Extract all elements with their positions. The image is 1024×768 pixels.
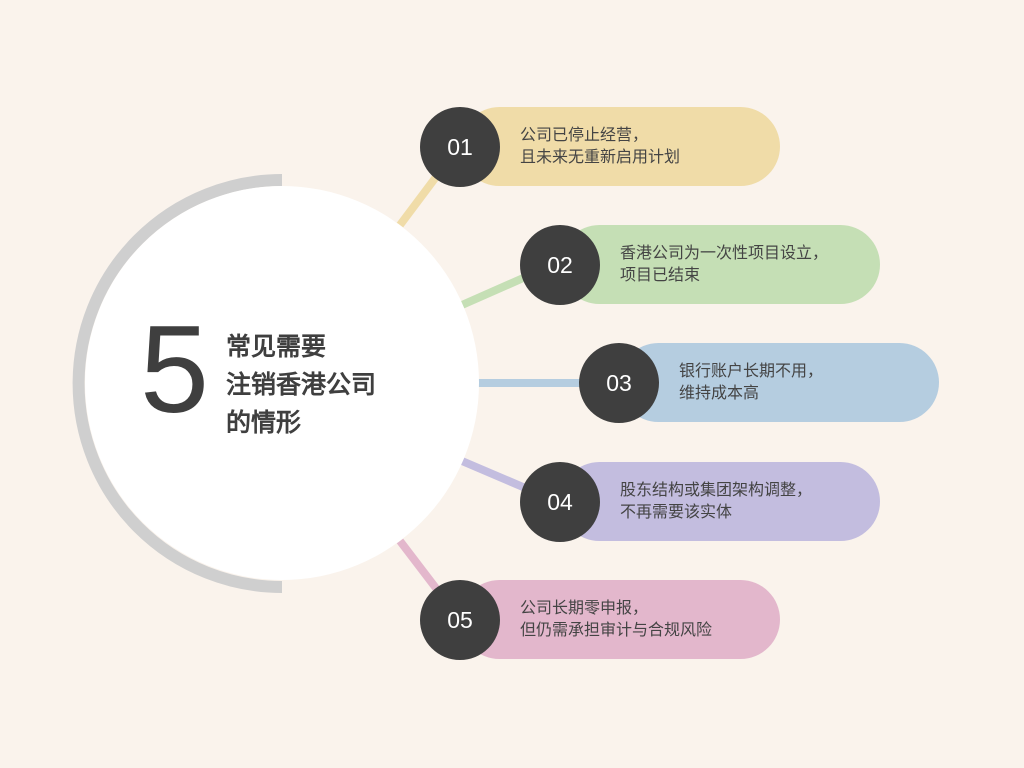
item-card-03 (619, 343, 939, 422)
item-text: 公司长期零申报， 但仍需承担审计与合规风险 (520, 597, 712, 641)
item-text: 股东结构或集团架构调整， 不再需要该实体 (620, 479, 812, 523)
item-text-line: 维持成本高 (679, 383, 760, 402)
item-card-05 (460, 580, 780, 659)
heading-title: 常见需要 注销香港公司 的情形 (226, 328, 376, 442)
gray-ring-arc (72, 174, 283, 593)
item-number-badge: 02 (520, 225, 600, 305)
item-text-line: 公司长期零申报， (520, 598, 649, 617)
item-text-line: 股东结构或集团架构调整， (620, 480, 813, 499)
heading-line: 常见需要 (226, 332, 327, 361)
heading-number: 5 (140, 301, 209, 439)
connector-04 (460, 457, 532, 494)
item-text: 银行账户长期不用， 维持成本高 (679, 360, 823, 404)
item-number-badge: 01 (420, 107, 500, 187)
item-card-02 (560, 225, 880, 304)
item-text-line: 公司已停止经营， (520, 125, 649, 144)
item-number-badge: 05 (420, 580, 500, 660)
item-text-line: 银行账户长期不用， (679, 361, 824, 380)
item-text-line: 不再需要该实体 (620, 502, 733, 521)
item-text: 香港公司为一次性项目设立， 项目已结束 (620, 242, 828, 286)
item-text-line: 香港公司为一次性项目设立， (620, 243, 829, 262)
item-text-line: 项目已结束 (620, 265, 701, 284)
center-circle (85, 186, 479, 580)
heading-line: 的情形 (226, 408, 302, 437)
item-number-badge: 03 (579, 343, 659, 423)
item-text: 公司已停止经营， 且未来无重新启用计划 (520, 124, 680, 168)
item-number-badge: 04 (520, 462, 600, 542)
item-card-01 (460, 107, 780, 186)
connector-02 (460, 271, 532, 309)
item-card-04 (560, 462, 880, 541)
item-text-line: 但仍需承担审计与合规风险 (520, 620, 713, 639)
item-text-line: 且未来无重新启用计划 (520, 147, 681, 166)
heading-line: 注销香港公司 (226, 370, 377, 399)
